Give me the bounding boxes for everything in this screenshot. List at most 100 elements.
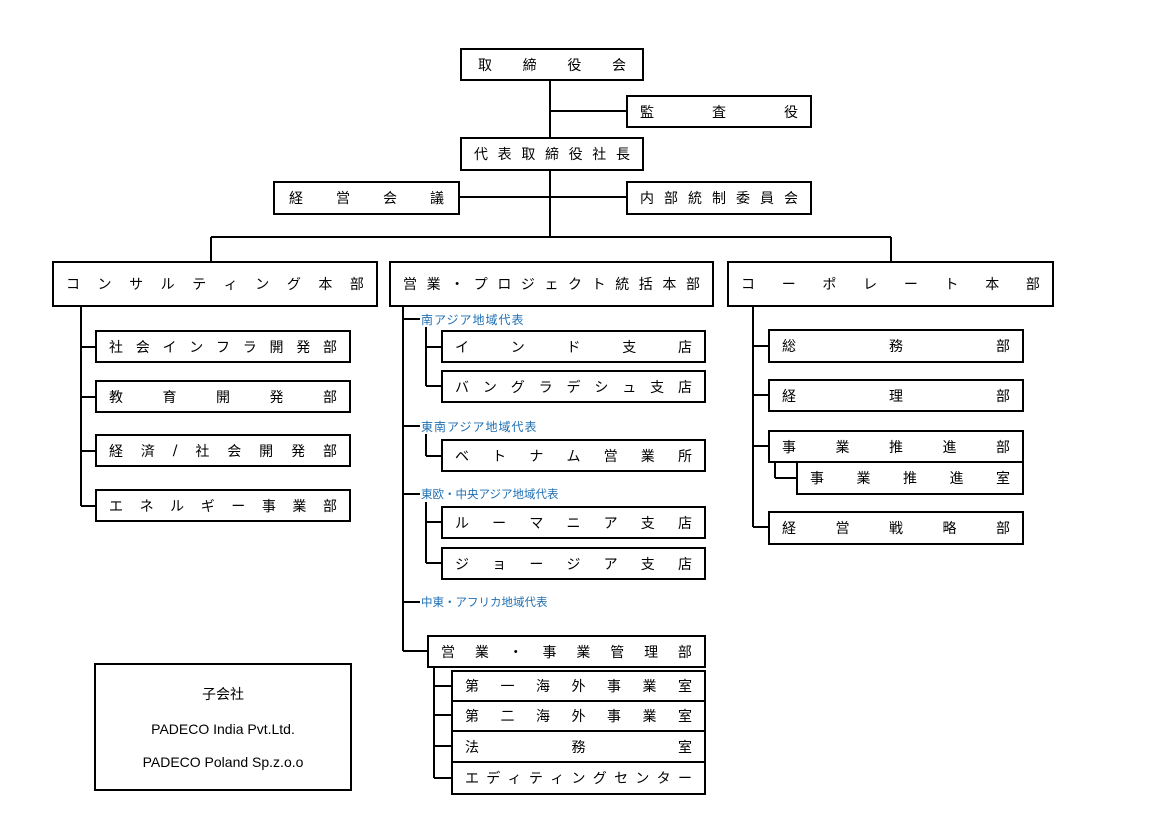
- label-char: 取: [478, 57, 492, 74]
- label-char: 部: [322, 443, 337, 460]
- label-char: 取: [521, 147, 536, 163]
- label-char: 店: [677, 556, 692, 573]
- general-affairs-dept-box: 総務部: [768, 329, 1024, 363]
- label-char: サ: [129, 277, 144, 293]
- vietnam-office-box: ベトナム営業所: [441, 439, 706, 472]
- label-char: 二: [500, 709, 515, 725]
- label-char: ジ: [520, 277, 535, 293]
- label-char: ー: [529, 556, 544, 573]
- label-char: 監: [640, 104, 654, 121]
- label-char: ン: [97, 277, 112, 293]
- label-char: 本: [318, 277, 333, 293]
- label-char: 事: [542, 644, 557, 661]
- subsidiaries-box: 子会社 PADECO India Pvt.Ltd. PADECO Poland …: [94, 663, 352, 791]
- label-char: ポ: [822, 277, 837, 293]
- label-char: 発: [291, 443, 306, 460]
- label-char: 部: [996, 388, 1010, 405]
- label-char: イ: [162, 339, 177, 356]
- label-char: 部: [1025, 277, 1040, 293]
- label-char: 管: [610, 644, 625, 661]
- label-char: 業: [835, 439, 850, 456]
- label-char: 社: [592, 147, 607, 163]
- label-char: 法: [465, 739, 479, 756]
- label-char: ナ: [529, 448, 544, 465]
- label-char: 店: [677, 515, 692, 532]
- label-char: 業: [642, 709, 657, 725]
- board-of-directors-box: 取締役会: [460, 48, 644, 81]
- label-char: 事: [607, 709, 621, 725]
- label-char: 経: [782, 388, 796, 405]
- label-char: 務: [571, 739, 586, 756]
- sales-business-mgmt-dept-box: 営業・事業管理部: [427, 635, 706, 668]
- label-char: 部: [322, 498, 337, 515]
- romania-branch-box: ルーマニア支店: [441, 506, 706, 539]
- label-char: 略: [942, 521, 957, 537]
- business-promotion-office-box: 事業推進室: [796, 461, 1024, 495]
- label-char: 支: [650, 379, 665, 396]
- label-char: プ: [473, 277, 488, 293]
- label-char: 部: [349, 277, 364, 293]
- label-char: デ: [566, 379, 581, 396]
- label-char: ィ: [507, 771, 522, 787]
- label-char: ト: [944, 277, 959, 293]
- label-char: ム: [566, 448, 581, 465]
- label-char: 会: [135, 339, 150, 356]
- label-char: 業: [576, 644, 591, 661]
- label-char: 理: [644, 644, 659, 661]
- label-char: 一: [500, 679, 515, 695]
- label-char: 長: [615, 147, 630, 163]
- label-char: 理: [889, 388, 903, 405]
- label-char: 事: [810, 471, 824, 487]
- label-char: 員: [760, 191, 774, 207]
- label-char: ン: [189, 339, 204, 356]
- auditor-box: 監査役: [626, 95, 812, 128]
- label-char: 統: [615, 277, 630, 293]
- label-char: ア: [603, 556, 618, 573]
- label-char: 部: [996, 339, 1010, 355]
- label-char: ネ: [139, 498, 154, 515]
- label-char: ラ: [538, 379, 553, 396]
- label-char: コ: [66, 277, 80, 293]
- label-char: ト: [591, 277, 606, 293]
- label-char: ェ: [544, 277, 559, 293]
- social-infrastructure-dept-box: 社会インフラ開発部: [95, 330, 351, 363]
- label-char: 本: [662, 277, 677, 293]
- management-meeting-box: 経営会議: [273, 181, 460, 215]
- label-char: ン: [571, 771, 586, 787]
- label-char: 営: [603, 448, 618, 465]
- label-char: 室: [996, 471, 1010, 487]
- label-char: 業: [426, 277, 441, 293]
- label-char: 開: [259, 443, 274, 460]
- education-dept-box: 教育開発部: [95, 380, 351, 413]
- label-char: 役: [567, 57, 582, 74]
- corporate-division-box: コーポレート本部: [727, 261, 1054, 307]
- label-char: 支: [640, 556, 655, 573]
- label-char: エ: [465, 771, 479, 787]
- label-char: タ: [656, 771, 671, 787]
- economic-social-dept-box: 経済/社会開発部: [95, 434, 351, 467]
- label-char: ジ: [455, 556, 469, 573]
- label-char: 事: [607, 679, 621, 695]
- label-char: 表: [497, 147, 512, 163]
- subsidiaries-title: 子会社: [202, 685, 244, 702]
- label-char: ド: [566, 339, 581, 356]
- label-char: 業: [640, 448, 655, 465]
- region-south-asia-label: 南アジア地域代表: [421, 313, 525, 327]
- label-char: ル: [170, 498, 185, 515]
- label-char: ジ: [566, 556, 581, 573]
- subsidiary-poland: PADECO Poland Sp.z.o.o: [142, 754, 304, 771]
- india-branch-box: インド支店: [441, 330, 706, 363]
- label-char: 業: [856, 471, 871, 487]
- label-char: イ: [455, 339, 469, 356]
- label-char: 会: [383, 191, 397, 207]
- label-char: 業: [642, 679, 657, 695]
- label-char: 進: [942, 439, 957, 456]
- accounting-dept-box: 経理部: [768, 379, 1024, 412]
- label-char: 支: [640, 515, 655, 532]
- label-char: 業: [292, 498, 307, 515]
- label-char: 営: [403, 277, 417, 293]
- label-char: シ: [594, 379, 609, 396]
- label-char: 部: [996, 439, 1010, 456]
- label-char: 発: [269, 389, 284, 406]
- label-char: 営: [441, 644, 455, 661]
